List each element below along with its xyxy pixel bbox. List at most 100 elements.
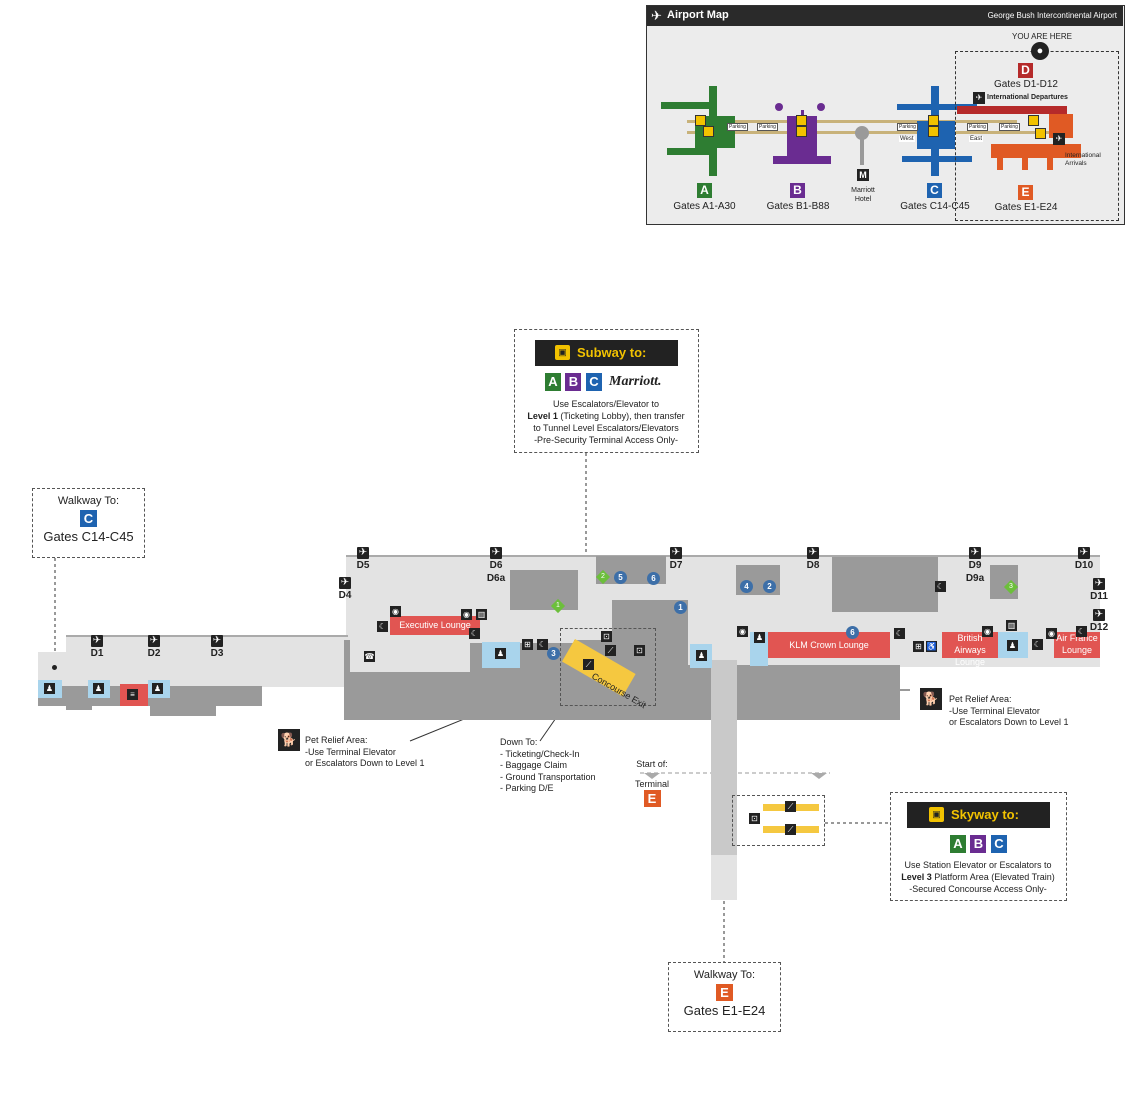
skyway-track (687, 131, 1067, 134)
terminal-a-gates: Gates A1-A30 (673, 201, 736, 212)
subway-station-icon (703, 126, 714, 137)
start-of-terminal-e: Start of: Terminal E (634, 759, 669, 807)
accessibility-icon: ♿ (926, 641, 937, 652)
gate-label-d2: D2 (147, 648, 161, 659)
restroom-icon: ♟ (754, 632, 765, 643)
terminal-e-gates: Gates E1-E24 (994, 202, 1058, 213)
terminal-c-badge: C (990, 835, 1007, 853)
terminal-c-badge: C (585, 373, 602, 391)
parking-tag: Parking (999, 123, 1020, 131)
inset-header: ✈ Airport Map George Bush Intercontinent… (647, 6, 1123, 26)
gate-icon-d6: ✈ (490, 547, 502, 559)
gate-label-d1: D1 (90, 648, 104, 659)
pet-relief-icon: 🐕 (278, 729, 300, 751)
info-icon: ◉ (1046, 628, 1057, 639)
marker-circle-4: 4 (740, 580, 753, 593)
gate-icon-d9: ✈ (969, 547, 981, 559)
subway-instructions: Use Escalators/Elevator to Level 1 (Tick… (527, 399, 685, 445)
pet-relief-left: Pet Relief Area: -Use Terminal Elevator … (305, 735, 425, 768)
gate-label-d6: D6 (489, 560, 503, 571)
west-label: West (899, 136, 915, 142)
gate-icon-d8: ✈ (807, 547, 819, 559)
parking-tag: Parking (727, 123, 748, 131)
executive-lounge[interactable]: Executive Lounge (390, 616, 480, 635)
subway-station-icon (796, 115, 807, 126)
inset-title: Airport Map (667, 9, 729, 21)
phone-icon: ☾ (935, 581, 946, 592)
walkway-e-title: Walkway To: (693, 969, 756, 981)
terminal-e-badge: E (1018, 185, 1033, 200)
subway-station-icon (928, 115, 939, 126)
walkway-c-callout: Walkway To: C Gates C14-C45 (32, 488, 145, 558)
escalator-icon: ⟋ (785, 824, 796, 835)
phone-icon: ☾ (537, 639, 548, 650)
marker-circle-2: 2 (763, 580, 776, 593)
parking-tag: Parking (757, 123, 778, 131)
gate-label-d6a: D6a (486, 573, 506, 584)
departures-icon: ✈ (973, 92, 985, 104)
elevator-icon: ⊡ (634, 645, 645, 656)
you-are-here-icon: ● (1031, 42, 1049, 60)
marriott-hotel-marker (855, 126, 869, 140)
gate-icon-d5: ✈ (357, 547, 369, 559)
klm-crown-lounge[interactable]: KLM Crown Lounge (768, 632, 890, 658)
terminal-c-gates: Gates C14-C45 (900, 201, 970, 212)
skyway-badges: A B C (950, 835, 1007, 853)
info-icon: ◉ (737, 626, 748, 637)
food-icon: ⊞ (522, 639, 533, 650)
skyway-title: Skyway to: (951, 807, 1019, 822)
terminal-b-badge: B (565, 373, 582, 391)
restroom-icon: ♟ (152, 683, 163, 694)
marker-circle-3: 3 (547, 647, 560, 660)
concourse-exit-area[interactable]: Concourse Exit ⟋ ⟋ ⊡ ⊡ (560, 628, 656, 710)
gate-icon-d1: ✈ (91, 635, 103, 647)
you-are-here-label: YOU ARE HERE (1011, 32, 1072, 41)
gate-icon-d12: ✈ (1093, 609, 1105, 621)
restroom-icon: ♟ (495, 648, 506, 659)
terminal-a-badge: A (697, 183, 712, 198)
info-icon: ◉ (390, 606, 401, 617)
skyway-instructions: Use Station Elevator or Escalators to Le… (901, 860, 1055, 894)
terminal-b-badge: B (790, 183, 805, 198)
restroom-icon: ♟ (93, 683, 104, 694)
gate-label-d12: D12 (1089, 622, 1109, 633)
subway-station-icon (796, 126, 807, 137)
skyway-title-bar: ▣ Skyway to: (907, 802, 1050, 828)
terminal-e-badge: E (716, 984, 733, 1001)
food-icon: ⊞ (913, 641, 924, 652)
terminal-e-badge: E (643, 790, 661, 807)
pet-relief-right: Pet Relief Area: -Use Terminal Elevator … (949, 694, 1069, 727)
gate-icon-d7: ✈ (670, 547, 682, 559)
store-icon: ▥ (476, 609, 487, 620)
down-to-list: Down To: - Ticketing/Check-In - Baggage … (500, 737, 596, 793)
gate-icon-d4: ✈ (339, 577, 351, 589)
subway-station-icon (695, 115, 706, 126)
marker-circle-1: 1 (674, 601, 687, 614)
terminal-b-badge: B (970, 835, 987, 853)
pet-relief-icon: 🐕 (920, 688, 942, 710)
terminal-e-shape (991, 144, 1081, 158)
gate-icon-d10: ✈ (1078, 547, 1090, 559)
terminal-b-gates: Gates B1-B88 (766, 201, 830, 212)
marker-circle-6: 6 (647, 572, 660, 585)
gate-label-d7: D7 (669, 560, 683, 571)
skyway-station[interactable]: ⟋ ⟋ ⊡ (732, 795, 825, 846)
subway-station-icon (928, 126, 939, 137)
inset-airport-map: ✈ Airport Map George Bush Intercontinent… (646, 5, 1125, 225)
phone-icon: ☎ (364, 651, 375, 662)
phone-icon: ☾ (894, 628, 905, 639)
gate-label-d9: D9 (968, 560, 982, 571)
terminal-a-badge: A (545, 373, 561, 391)
gate-label-d3: D3 (210, 648, 224, 659)
you-are-here-dot (52, 665, 57, 670)
phone-icon: ☾ (469, 628, 480, 639)
walkway-c-gates: Gates C14-C45 (43, 529, 134, 544)
escalator-icon: ⟋ (605, 645, 616, 656)
gate-label-d11: D11 (1090, 591, 1108, 602)
gate-label-d10: D10 (1074, 560, 1094, 571)
skyway-callout: ▣ Skyway to: A B C Use Station Elevator … (890, 792, 1067, 901)
gate-icon-d2: ✈ (148, 635, 160, 647)
british-airways-lounge[interactable]: British Airways Lounge (942, 632, 998, 667)
info-icon: ◉ (461, 609, 472, 620)
walkway-e-callout: Walkway To: E Gates E1-E24 (668, 962, 781, 1032)
